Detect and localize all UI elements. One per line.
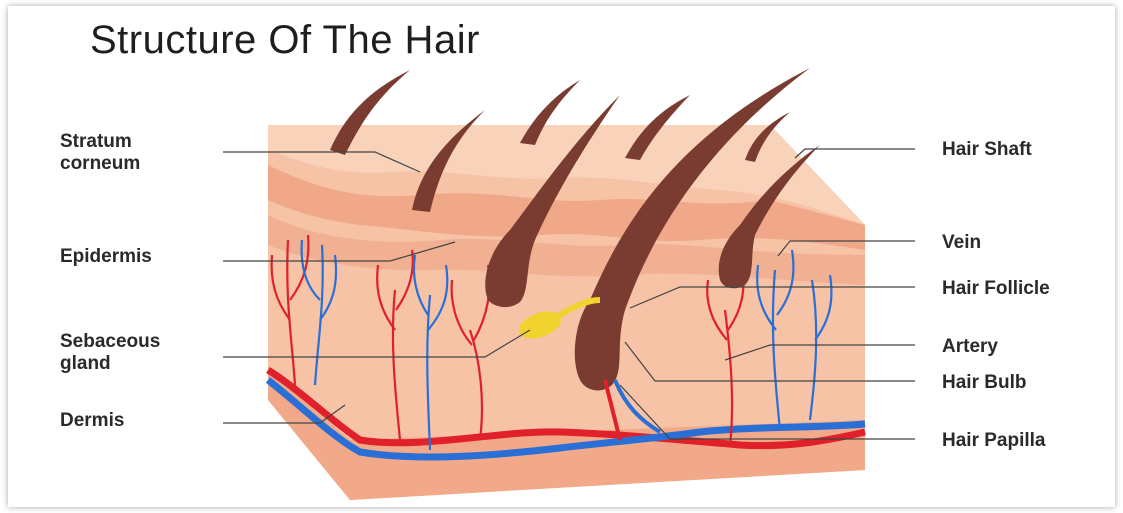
label-epidermis: Epidermis <box>60 246 152 268</box>
label-hair-papilla: Hair Papilla <box>942 430 1046 452</box>
label-sebaceous-line2: gland <box>60 353 160 375</box>
label-stratum-corneum: Stratum corneum <box>60 131 140 175</box>
label-sebaceous-line1: Sebaceous <box>60 331 160 353</box>
label-hair-bulb: Hair Bulb <box>942 372 1026 394</box>
label-artery: Artery <box>942 336 998 358</box>
label-hair-follicle: Hair Follicle <box>942 278 1050 300</box>
label-stratum-line1: Stratum <box>60 131 140 153</box>
label-hair-shaft: Hair Shaft <box>942 139 1032 161</box>
label-sebaceous-gland: Sebaceous gland <box>60 331 160 375</box>
label-vein: Vein <box>942 232 981 254</box>
label-dermis: Dermis <box>60 410 124 432</box>
label-stratum-line2: corneum <box>60 153 140 175</box>
